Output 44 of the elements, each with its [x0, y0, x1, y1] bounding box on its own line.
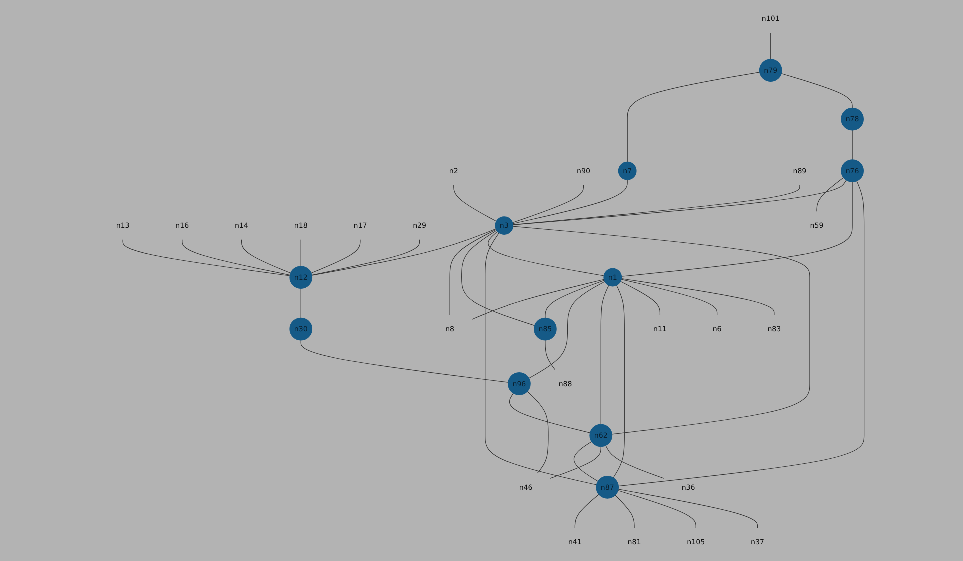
- connector: [488, 231, 604, 276]
- connector: [618, 490, 696, 528]
- connector: [300, 240, 302, 267]
- connector: [574, 442, 598, 482]
- connector: [545, 280, 605, 318]
- connector: [606, 445, 664, 479]
- connector: [512, 184, 800, 226]
- connector: [852, 130, 853, 160]
- connector: [613, 285, 625, 478]
- connector: [620, 281, 660, 316]
- connector: [600, 285, 610, 425]
- connector: [615, 495, 635, 528]
- connector: [300, 340, 509, 383]
- connector: [621, 279, 718, 316]
- connector: [550, 446, 602, 479]
- connector: [312, 228, 496, 276]
- connector: [454, 184, 497, 222]
- connector: [450, 230, 497, 316]
- connector: [618, 181, 865, 487]
- connector: [574, 494, 600, 528]
- connector: [312, 240, 420, 276]
- connector: [512, 184, 584, 224]
- connector: [528, 281, 606, 379]
- connector: [241, 240, 292, 274]
- connector: [122, 240, 290, 276]
- connector: [545, 340, 556, 370]
- connector: [816, 178, 844, 212]
- connector: [512, 226, 810, 435]
- connector: [527, 391, 549, 474]
- connector: [311, 240, 361, 274]
- connector: [621, 182, 853, 277]
- connector: [621, 278, 775, 316]
- connector: [485, 232, 598, 486]
- connector: [512, 180, 628, 224]
- connector: [618, 489, 758, 528]
- connector: [627, 72, 760, 162]
- connector: [472, 279, 605, 320]
- connector: [462, 230, 536, 326]
- connector: [770, 32, 772, 60]
- connector: [182, 240, 290, 276]
- connector: [300, 288, 302, 318]
- connector: [512, 180, 847, 226]
- connector: [781, 73, 853, 108]
- connector: [509, 393, 591, 434]
